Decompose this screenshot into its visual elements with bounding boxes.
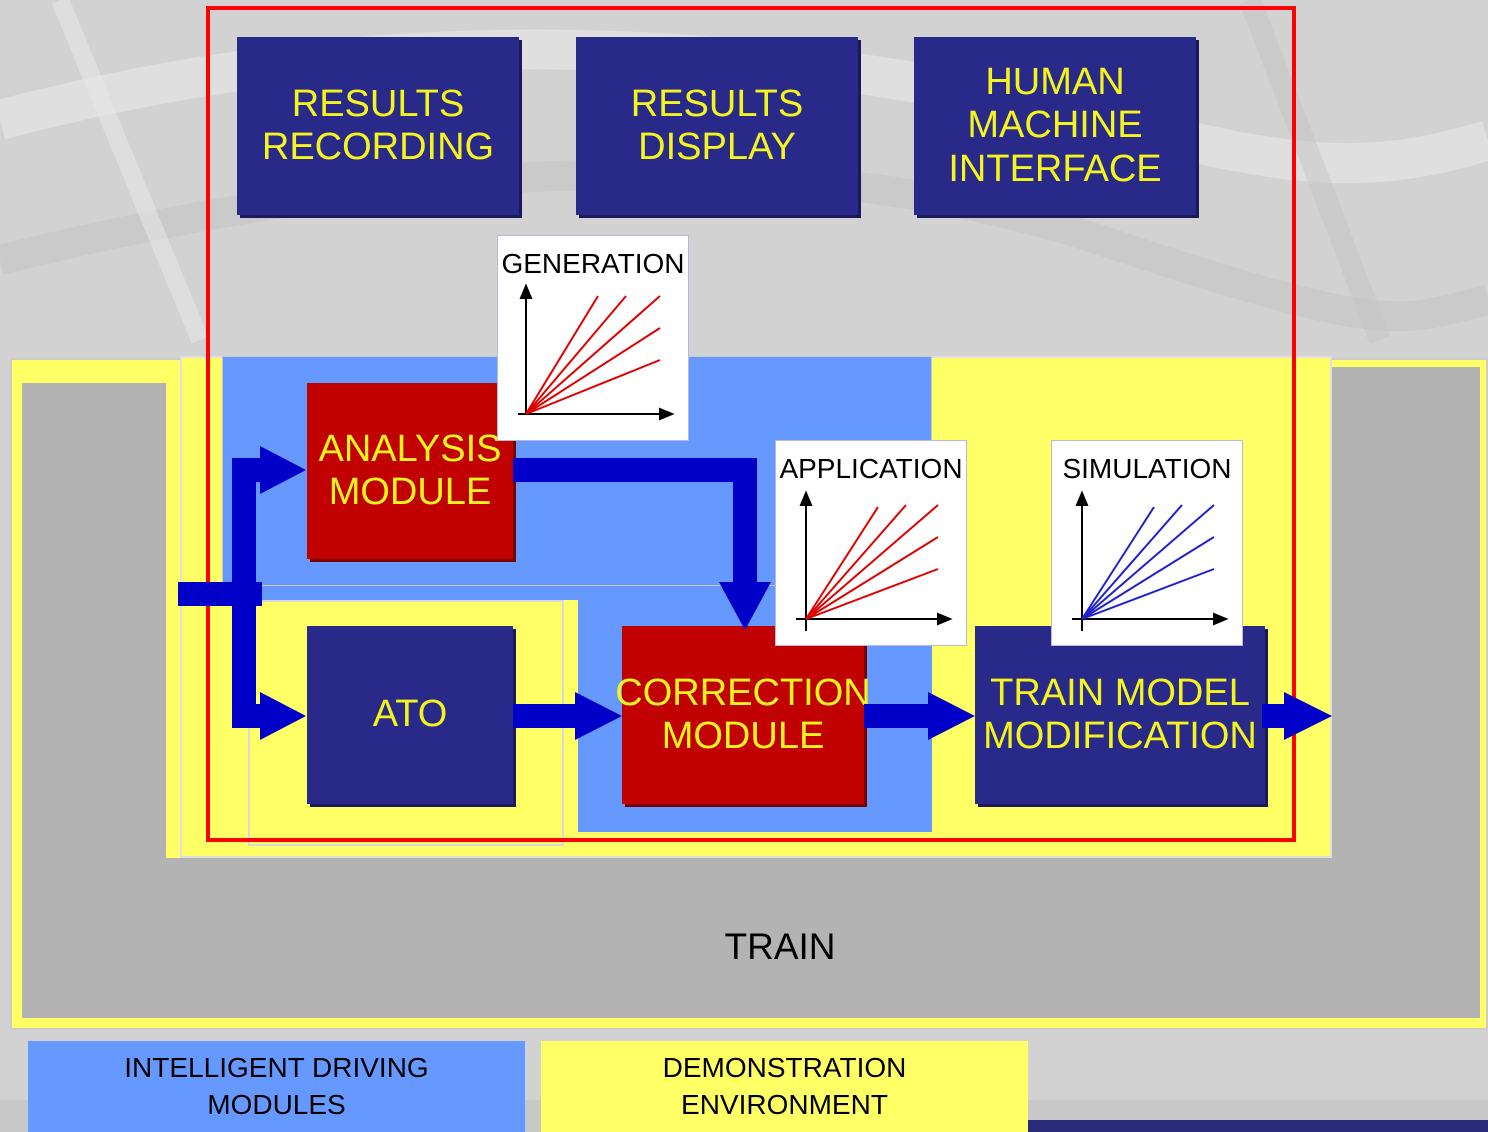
generation-rays: [525, 295, 661, 415]
generation-chart: GENERATION: [497, 235, 689, 441]
generation-chart-plot: [518, 283, 675, 421]
simulation-chart-plot: [1072, 490, 1229, 631]
correction-module-box[interactable]: CORRECTION MODULE: [615, 626, 871, 804]
intelligent-region-lower-left: [222, 586, 578, 600]
human-machine-interface-box[interactable]: HUMAN MACHINE INTERFACE: [914, 37, 1196, 215]
results-display-box[interactable]: RESULTS DISPLAY: [576, 37, 858, 215]
application-chart-plot: [796, 490, 953, 631]
analysis-module-box[interactable]: ANALYSIS MODULE: [307, 383, 513, 559]
simulation-rays: [1081, 504, 1215, 620]
train-model-modification-box[interactable]: TRAIN MODEL MODIFICATION: [975, 626, 1265, 804]
application-chart: APPLICATION: [775, 440, 967, 646]
ato-box[interactable]: ATO: [307, 626, 513, 804]
legend-intelligent-driving: INTELLIGENT DRIVING MODULES: [28, 1041, 525, 1132]
legend-demonstration-environment: DEMONSTRATION ENVIRONMENT: [541, 1041, 1028, 1132]
application-rays: [805, 504, 939, 620]
train-label: TRAIN: [724, 925, 836, 967]
simulation-chart: SIMULATION: [1051, 440, 1243, 646]
results-recording-box[interactable]: RESULTS RECORDING: [237, 37, 519, 215]
train-body-bottom: [22, 858, 1480, 1018]
